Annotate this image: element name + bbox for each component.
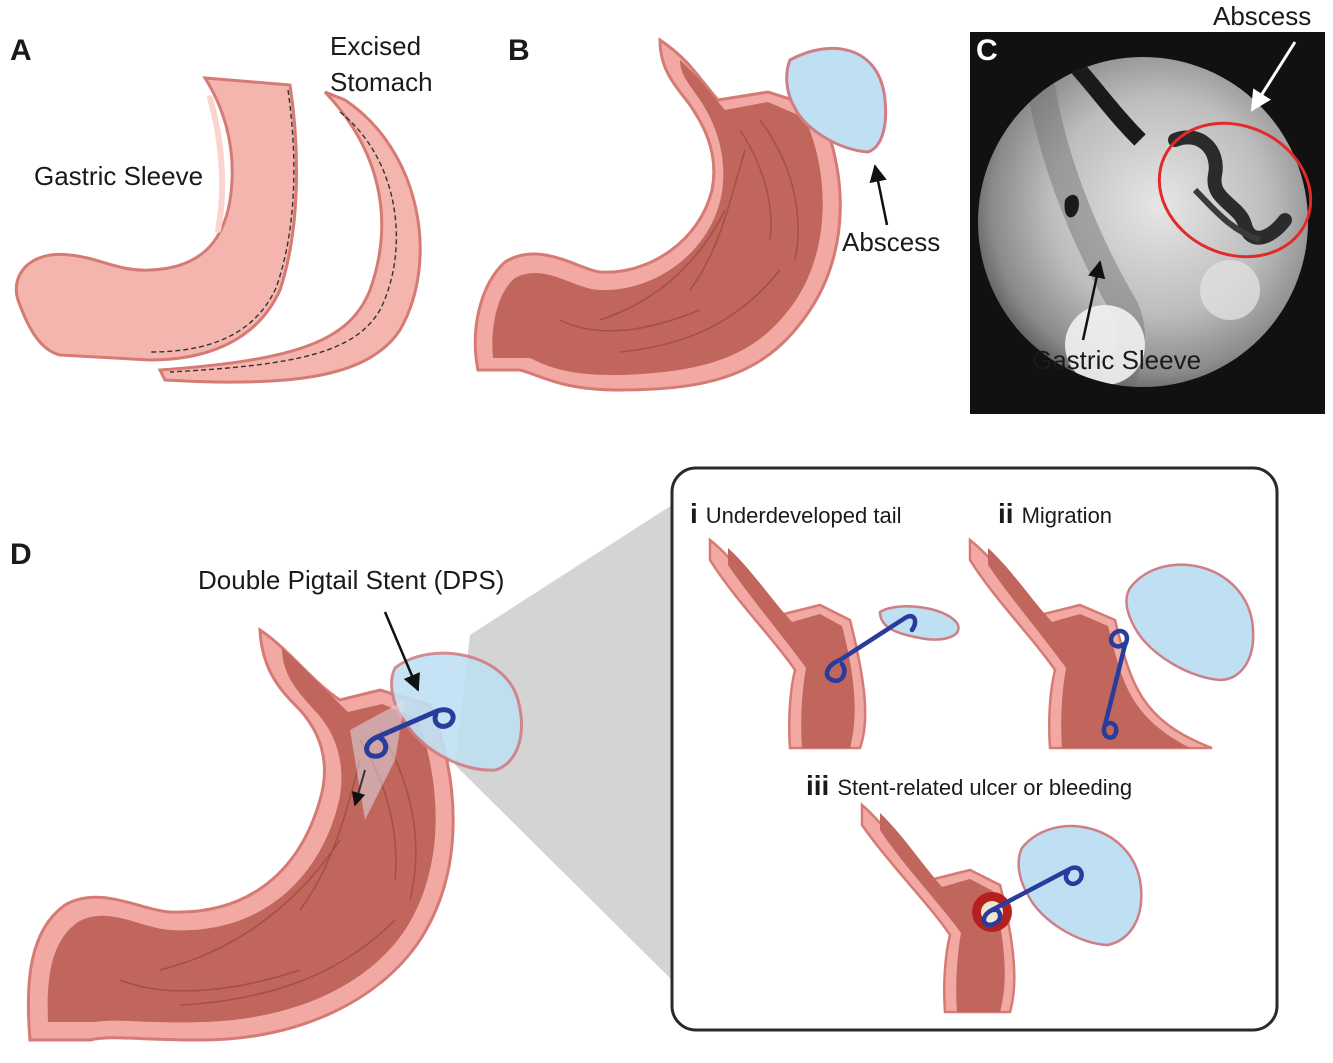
panel-b xyxy=(473,37,889,392)
abscess-label-c: Abscess xyxy=(1213,1,1312,31)
stent-label: Double Pigtail Stent (DPS) xyxy=(198,565,505,595)
inset-iii-label: iii Stent-related ulcer or bleeding xyxy=(806,772,1132,800)
zoom-projection xyxy=(455,505,672,980)
inset-i-text: Underdeveloped tail xyxy=(705,503,902,528)
abscess-d xyxy=(390,651,523,772)
inset-ii-numeral: ii xyxy=(998,498,1014,529)
panel-d xyxy=(26,466,1279,1042)
panel-letter-b: B xyxy=(508,34,530,67)
gastric-sleeve-label-a: Gastric Sleeve xyxy=(34,161,204,191)
panel-letter-a: A xyxy=(10,34,32,67)
abscess-highlight-circle xyxy=(1157,121,1313,259)
inset-i-illustration xyxy=(708,537,960,750)
gastric-sleeve-label-c: Gastric Sleeve xyxy=(1032,345,1202,375)
panel-letter-d: D xyxy=(10,538,32,571)
stomach-d-inner xyxy=(47,648,436,1023)
double-pigtail-stent xyxy=(364,707,456,759)
inset-iii-text: Stent-related ulcer or bleeding xyxy=(837,775,1133,800)
inset-ii-label: ii Migration xyxy=(998,500,1112,528)
panel-c xyxy=(970,32,1325,414)
excised-stomach-shape xyxy=(157,90,422,384)
inset-iii-illustration xyxy=(860,802,1143,1014)
stomach-b-inner xyxy=(492,60,823,376)
inset-iii-numeral: iii xyxy=(806,770,830,801)
panel-a xyxy=(14,76,422,384)
inset-i-numeral: i xyxy=(690,498,698,529)
gastric-sleeve-shape xyxy=(14,76,299,362)
excised-stomach-label-line2: Stomach xyxy=(330,67,433,97)
excised-stomach-label-line1: Excised xyxy=(330,31,422,61)
inset-i-label: i Underdeveloped tail xyxy=(690,500,901,528)
panel-letter-c: C xyxy=(976,34,998,67)
inset-ii-text: Migration xyxy=(1021,503,1113,528)
inset-ii-illustration xyxy=(968,537,1255,750)
abscess-b xyxy=(785,46,888,154)
abscess-label-b: Abscess xyxy=(842,227,941,257)
